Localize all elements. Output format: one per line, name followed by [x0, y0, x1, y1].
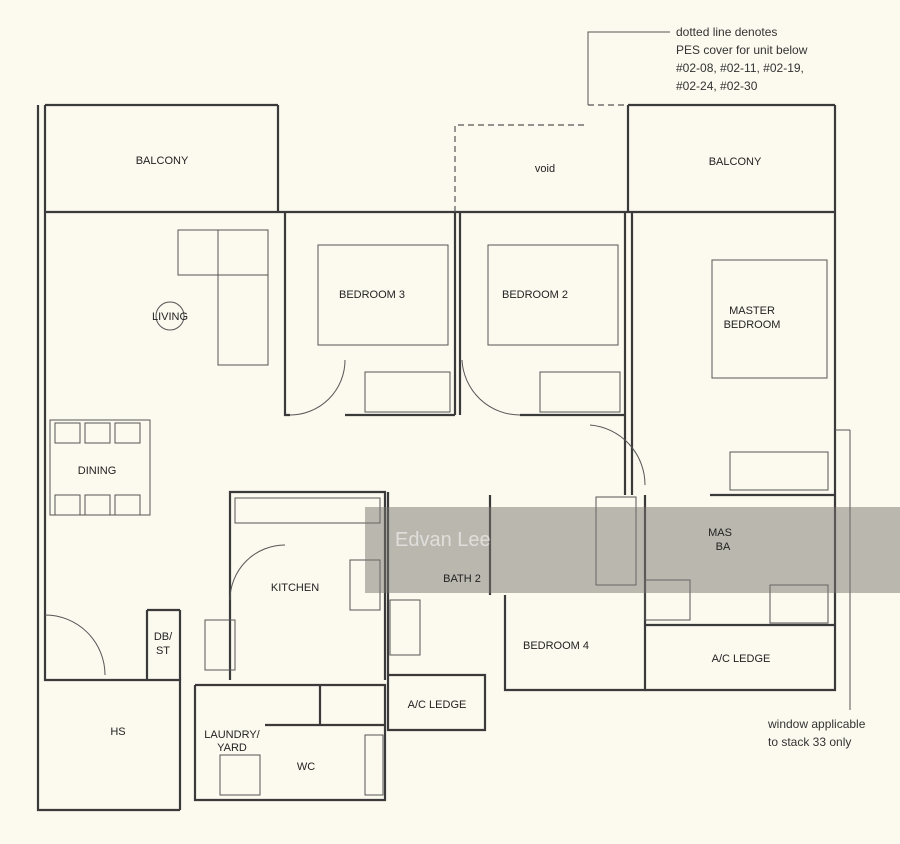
label-kitchen: KITCHEN	[271, 582, 319, 594]
watermark-band	[365, 507, 900, 593]
svg-text:#02-24, #02-30: #02-24, #02-30	[676, 79, 758, 93]
label-st: ST	[156, 645, 170, 657]
label-hs: HS	[110, 726, 125, 738]
svg-text:window applicable: window applicable	[767, 717, 866, 731]
label-wc: WC	[297, 761, 315, 773]
note-window: window applicable to stack 33 only	[767, 717, 866, 749]
label-void: void	[535, 163, 555, 175]
svg-text:dotted line denotes: dotted line denotes	[676, 25, 777, 39]
label-ac-ledge-right: A/C LEDGE	[712, 653, 771, 665]
label-master-bath: MAS	[708, 527, 732, 539]
label-bedroom4: BEDROOM 4	[523, 640, 589, 652]
label-master-bath-2: BA	[716, 541, 731, 553]
room-labels: BALCONY void BALCONY LIVING BEDROOM 3 BE…	[78, 155, 781, 773]
walls	[36, 103, 837, 812]
label-master: MASTER	[729, 305, 775, 317]
furniture	[44, 229, 829, 796]
label-yard: YARD	[217, 742, 247, 754]
svg-text:to stack 33 only: to stack 33 only	[768, 735, 851, 749]
label-ac-ledge-center: A/C LEDGE	[408, 699, 467, 711]
label-laundry: LAUNDRY/	[204, 729, 260, 741]
label-bedroom3: BEDROOM 3	[339, 289, 405, 301]
label-bath2: BATH 2	[443, 573, 481, 585]
svg-text:#02-08, #02-11, #02-19,: #02-08, #02-11, #02-19,	[676, 61, 804, 75]
label-master-bedroom: BEDROOM	[724, 319, 781, 331]
label-balcony-right: BALCONY	[709, 156, 762, 168]
label-living: LIVING	[152, 311, 188, 323]
label-dining: DINING	[78, 465, 117, 477]
note-pes: dotted line denotes PES cover for unit b…	[676, 25, 808, 93]
watermark-text: Edvan Lee	[395, 529, 491, 551]
svg-text:PES cover for unit below: PES cover for unit below	[676, 43, 808, 57]
label-balcony-left: BALCONY	[136, 155, 189, 167]
label-bedroom2: BEDROOM 2	[502, 289, 568, 301]
label-db: DB/	[154, 631, 173, 643]
